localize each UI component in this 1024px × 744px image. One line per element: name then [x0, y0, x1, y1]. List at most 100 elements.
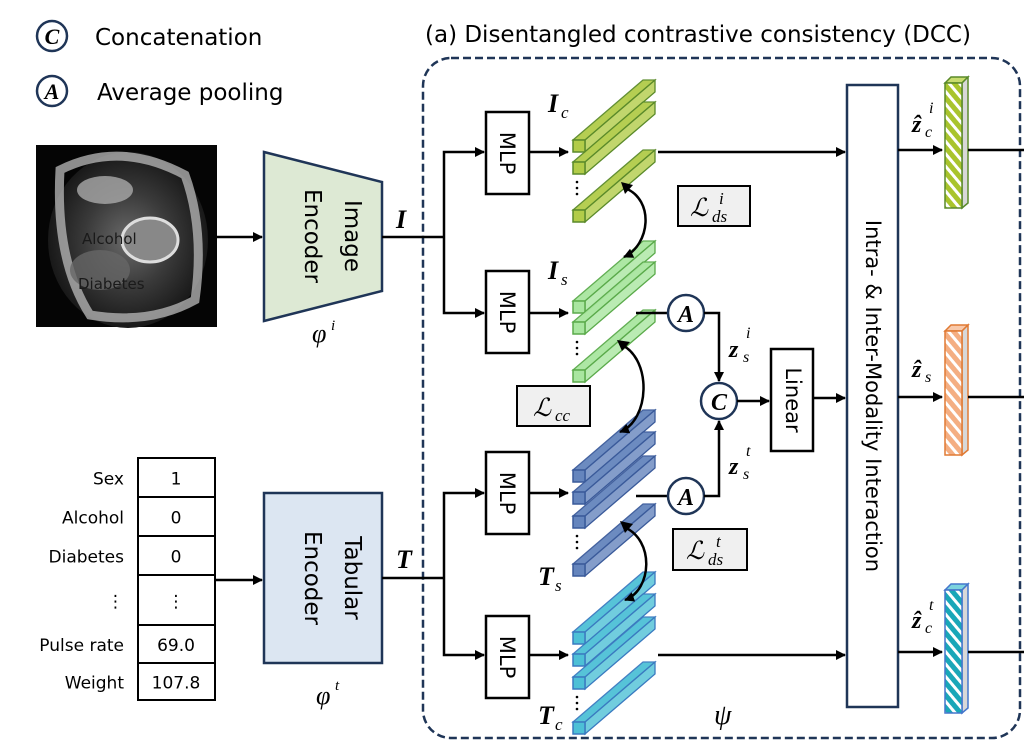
table-row: ⋮⋮	[107, 574, 216, 626]
loss-ds-t-box: ℒ ds t	[672, 528, 748, 571]
feature-bar	[571, 615, 657, 691]
arrow-T-to-mlp-s	[442, 488, 485, 578]
mlp-label: MLP	[495, 472, 519, 514]
arrow-I-to-mlp-s	[442, 237, 485, 318]
image-encoder-label-2: Encoder	[299, 189, 325, 284]
loss-cc-curve	[619, 343, 645, 434]
feature-bar	[571, 78, 657, 154]
svg-text:t: t	[929, 597, 934, 614]
feature-bar	[571, 430, 657, 506]
svg-text:C: C	[711, 390, 728, 416]
svg-text:Intra- & Inter-Modality Intera: Intra- & Inter-Modality Interaction	[861, 220, 885, 572]
feature-bar	[571, 148, 657, 224]
feature-bar	[571, 239, 657, 315]
feature-bar	[571, 502, 657, 578]
table-row: Weight 107.8	[65, 662, 216, 701]
mlp-box-Tc: MLP	[484, 614, 531, 700]
feature-Is-label: I s	[547, 256, 568, 289]
tabular-encoder-label-2: Encoder	[299, 531, 325, 626]
table-row: Pulse rate 69.0	[39, 624, 216, 664]
svg-text:c: c	[561, 103, 569, 122]
output-bar-zs	[943, 323, 970, 457]
table-row-label: Diabetes	[49, 548, 125, 568]
table-row: Alcohol 0	[62, 496, 216, 537]
svg-text:s: s	[743, 466, 749, 483]
feature-Ic-label: I c	[547, 89, 569, 122]
feature-bar	[571, 454, 657, 530]
svg-text:z: z	[728, 337, 739, 363]
svg-text:i: i	[929, 100, 933, 117]
avgpool-label: Average pooling	[97, 80, 283, 106]
mri-image: Alcohol Diabetes	[36, 145, 217, 328]
table-row-value: 107.8	[152, 674, 201, 694]
svg-text:i: i	[719, 189, 724, 208]
feature-bar	[571, 660, 657, 736]
dcc-module-border	[421, 56, 1022, 740]
avgpool-symbol: A	[43, 79, 60, 104]
svg-text:s: s	[555, 576, 562, 595]
svg-text:I: I	[547, 256, 559, 285]
tabular-encoder: Tabular Encoder	[262, 491, 384, 665]
legend-concatenation: C Concatenation	[35, 19, 262, 53]
svg-text:t: t	[746, 443, 751, 460]
diagram-title: (a) Disentangled contrastive consistency…	[425, 22, 971, 48]
zs-t-label: z s t	[728, 443, 751, 483]
table-row-label: Pulse rate	[39, 636, 124, 656]
concat-label: Concatenation	[95, 25, 262, 51]
svg-text:t: t	[335, 678, 340, 694]
table-row-label: Alcohol	[62, 509, 124, 529]
table-row-value: 0	[171, 509, 182, 529]
svg-text:cc: cc	[555, 406, 571, 425]
tabular-encoder-label-1: Tabular	[339, 535, 365, 620]
loss-ds-i-curve	[623, 186, 647, 259]
svg-text:A: A	[676, 302, 694, 328]
loss-cc-box: ℒ cc	[516, 385, 591, 427]
tabular-encoder-param: φ t	[316, 678, 340, 710]
table-row-value: 69.0	[157, 636, 195, 656]
output-zc-i-label: ẑ c i	[911, 100, 933, 141]
svg-text:ds: ds	[708, 550, 724, 569]
mlp-box-Ic: MLP	[484, 110, 531, 196]
image-encoder-param: φ i	[312, 318, 335, 348]
feature-I-label: I	[395, 205, 407, 234]
feature-bar	[571, 260, 657, 336]
arrow-A-tabular-to-C	[704, 420, 724, 498]
mlp-label: MLP	[495, 291, 519, 333]
svg-text:T: T	[538, 701, 555, 730]
svg-text:Linear: Linear	[781, 367, 805, 433]
svg-text:c: c	[925, 620, 932, 637]
mlp-box-Is: MLP	[484, 269, 531, 355]
feature-stack-Tc	[571, 570, 657, 736]
svg-text:c: c	[555, 715, 563, 734]
ellipsis-dots	[575, 695, 579, 711]
svg-text:ds: ds	[712, 207, 728, 226]
mlp-box-Ts: MLP	[484, 450, 531, 536]
svg-text:A: A	[676, 485, 694, 511]
svg-text:I: I	[547, 89, 559, 118]
legend-average-pooling: A Average pooling	[35, 74, 283, 108]
feature-Tc-label: T c	[538, 701, 563, 734]
loss-ds-t-curve	[623, 525, 648, 602]
svg-text:ℒ: ℒ	[690, 195, 709, 222]
ellipsis-dots	[575, 534, 579, 550]
svg-text:z: z	[728, 454, 739, 480]
arrow-A-image-to-C	[704, 311, 724, 382]
table-row-label: Weight	[65, 674, 125, 694]
svg-text:ℒ: ℒ	[533, 395, 552, 422]
feature-bar	[571, 100, 657, 176]
svg-text:ℒ: ℒ	[686, 538, 705, 565]
table-row: Diabetes 0	[49, 535, 216, 576]
image-encoder-label-1: Image	[339, 200, 365, 272]
arrow-T-to-mlp-c	[442, 578, 485, 660]
table-row-label: ⋮	[107, 592, 124, 612]
ellipsis-dots	[575, 180, 579, 196]
svg-text:ẑ: ẑ	[911, 608, 922, 634]
svg-text:T: T	[538, 562, 555, 591]
output-bar-zc-t	[943, 582, 970, 715]
table-row-value: 0	[171, 548, 182, 568]
concat-symbol: C	[45, 24, 60, 49]
concat-circle-icon	[35, 19, 69, 53]
svg-text:s: s	[925, 369, 931, 386]
